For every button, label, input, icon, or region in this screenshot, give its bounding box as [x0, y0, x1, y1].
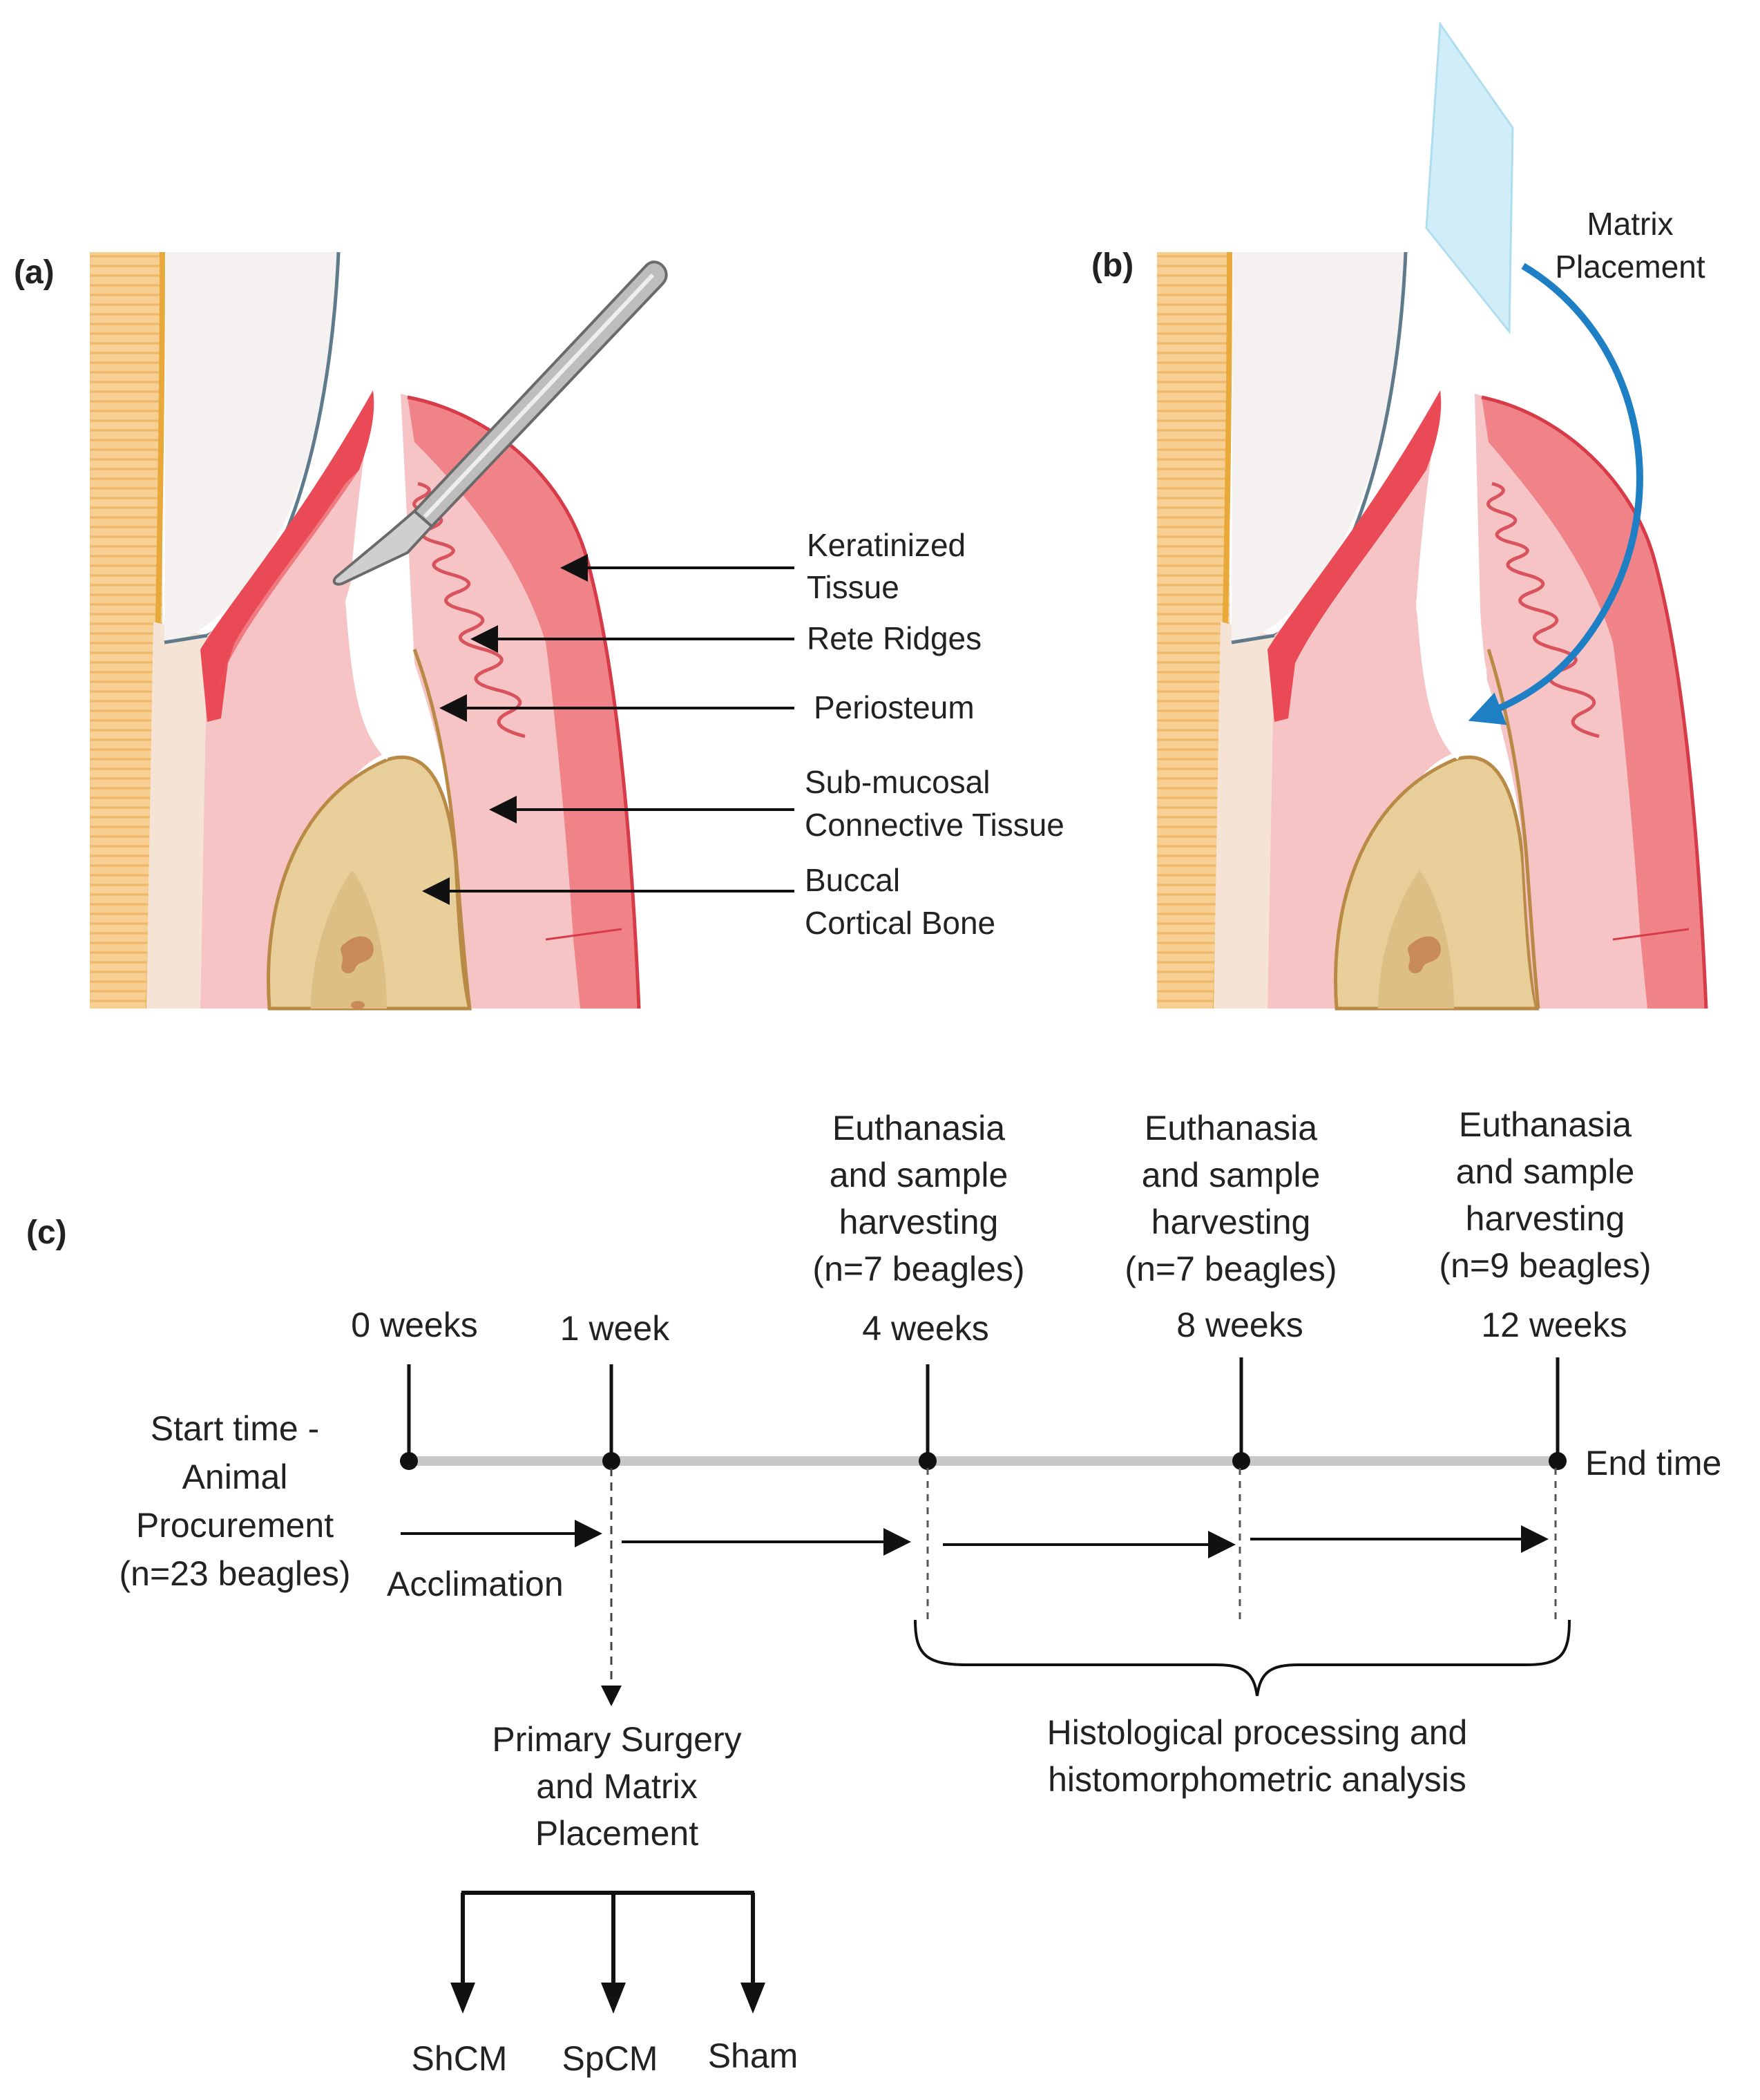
label-buccal-2: Cortical Bone — [805, 905, 995, 941]
milestones — [400, 1357, 1567, 1470]
panel-b-label: (b) — [1091, 247, 1134, 284]
inner-gingiva — [200, 394, 387, 1009]
cementum-band — [146, 622, 207, 1009]
alveolar-bone — [267, 755, 472, 1011]
time-0w: 0 weeks — [351, 1306, 477, 1344]
event-4w: Euthanasia and sample harvesting (n=7 be… — [812, 1109, 1024, 1288]
analysis-brace — [914, 1619, 1571, 1697]
end-label: End time — [1585, 1444, 1721, 1482]
incision-gap-b — [1416, 387, 1487, 760]
bone-core — [311, 870, 387, 1009]
label-submucosal-2: Connective Tissue — [805, 807, 1064, 843]
panel-a: (a) — [14, 251, 1064, 1011]
label-keratinized-2: Tissue — [807, 569, 899, 605]
event-12w-line3: harvesting — [1466, 1199, 1625, 1238]
start-label-4: (n=23 beagles) — [119, 1554, 351, 1593]
bone-canal-small — [351, 1001, 365, 1009]
event-12w-line2: and sample — [1456, 1152, 1635, 1191]
group-sham: Sham — [708, 2036, 798, 2075]
tooth-crown-b — [1232, 252, 1406, 642]
milestone-dot — [1232, 1452, 1250, 1470]
matrix-sheet-icon — [1425, 21, 1514, 335]
surgery-label-2: and Matrix — [536, 1767, 697, 1806]
inner-epithelium — [200, 390, 374, 722]
event-8w-line2: and sample — [1142, 1156, 1321, 1194]
label-submucosal-1: Sub-mucosal — [805, 764, 990, 800]
bone-canal — [341, 936, 374, 974]
event-12w: Euthanasia and sample harvesting (n=9 be… — [1439, 1105, 1651, 1285]
tooth-crown — [164, 252, 338, 642]
rete-ridges-b — [1486, 481, 1600, 738]
event-8w-line4: (n=7 beagles) — [1125, 1250, 1337, 1288]
bone-canal-b — [1408, 936, 1441, 974]
flap-boundary-b — [1612, 928, 1690, 941]
analysis-label-2: histomorphometric analysis — [1048, 1760, 1466, 1799]
event-8w-line3: harvesting — [1151, 1203, 1311, 1241]
surgery-arrowhead — [601, 1686, 622, 1706]
surgery-label-3: Placement — [535, 1814, 698, 1853]
alveolar-bone-b — [1334, 755, 1540, 1011]
inner-gingiva-b — [1268, 394, 1454, 1009]
periosteum-line — [412, 649, 472, 1009]
start-label-2: Animal — [182, 1458, 288, 1496]
matrix-label-1: Matrix — [1587, 206, 1673, 242]
keratinized-tissue — [408, 397, 639, 1009]
event-8w: Euthanasia and sample harvesting (n=7 be… — [1125, 1109, 1337, 1288]
group-spcm: SpCM — [562, 2039, 658, 2078]
milestone-dot — [1549, 1452, 1567, 1470]
time-12w: 12 weeks — [1481, 1306, 1627, 1344]
event-4w-line3: harvesting — [839, 1203, 999, 1241]
label-periosteum: Periosteum — [814, 689, 975, 725]
rete-ridges — [412, 481, 526, 738]
flap-boundary — [545, 928, 622, 941]
milestone-dot — [602, 1452, 620, 1470]
label-rete-ridges: Rete Ridges — [807, 620, 982, 656]
event-8w-line1: Euthanasia — [1145, 1109, 1317, 1147]
panel-c-label: (c) — [26, 1214, 67, 1251]
group-tree — [450, 1891, 765, 2014]
bone-core-b — [1378, 870, 1454, 1009]
label-keratinized-1: Keratinized — [807, 527, 966, 563]
panel-a-label: (a) — [14, 254, 55, 291]
event-4w-line4: (n=7 beagles) — [812, 1250, 1024, 1288]
panel-c: (c) Euthanasia and sample harvesting (n=… — [26, 1105, 1721, 2078]
time-8w: 8 weeks — [1176, 1306, 1303, 1344]
time-1w: 1 week — [560, 1309, 670, 1348]
start-label-3: Procurement — [136, 1506, 334, 1545]
start-label-1: Start time - — [151, 1409, 319, 1448]
inner-epithelium-b — [1268, 390, 1442, 722]
cementum-band-b — [1214, 622, 1274, 1009]
scalpel-icon — [332, 260, 668, 586]
label-buccal-1: Buccal — [805, 862, 900, 898]
milestone-dot — [400, 1452, 418, 1470]
panel-b: (b) Matrix Placement — [1091, 21, 1708, 1011]
event-12w-line4: (n=9 beagles) — [1439, 1246, 1651, 1285]
surgery-label-1: Primary Surgery — [492, 1720, 741, 1759]
milestone-dot — [919, 1452, 937, 1470]
event-4w-line2: and sample — [830, 1156, 1008, 1194]
incision-gap — [345, 387, 417, 760]
time-4w: 4 weeks — [862, 1309, 988, 1348]
group-shcm: ShCM — [412, 2039, 508, 2078]
acclimation-label: Acclimation — [387, 1565, 564, 1603]
analysis-label-1: Histological processing and — [1047, 1713, 1468, 1752]
matrix-label-2: Placement — [1555, 249, 1705, 285]
placement-arrow — [1468, 262, 1643, 725]
event-12w-line1: Euthanasia — [1459, 1105, 1632, 1144]
event-4w-line1: Euthanasia — [832, 1109, 1005, 1147]
keratinized-outline-b — [1481, 395, 1708, 1009]
